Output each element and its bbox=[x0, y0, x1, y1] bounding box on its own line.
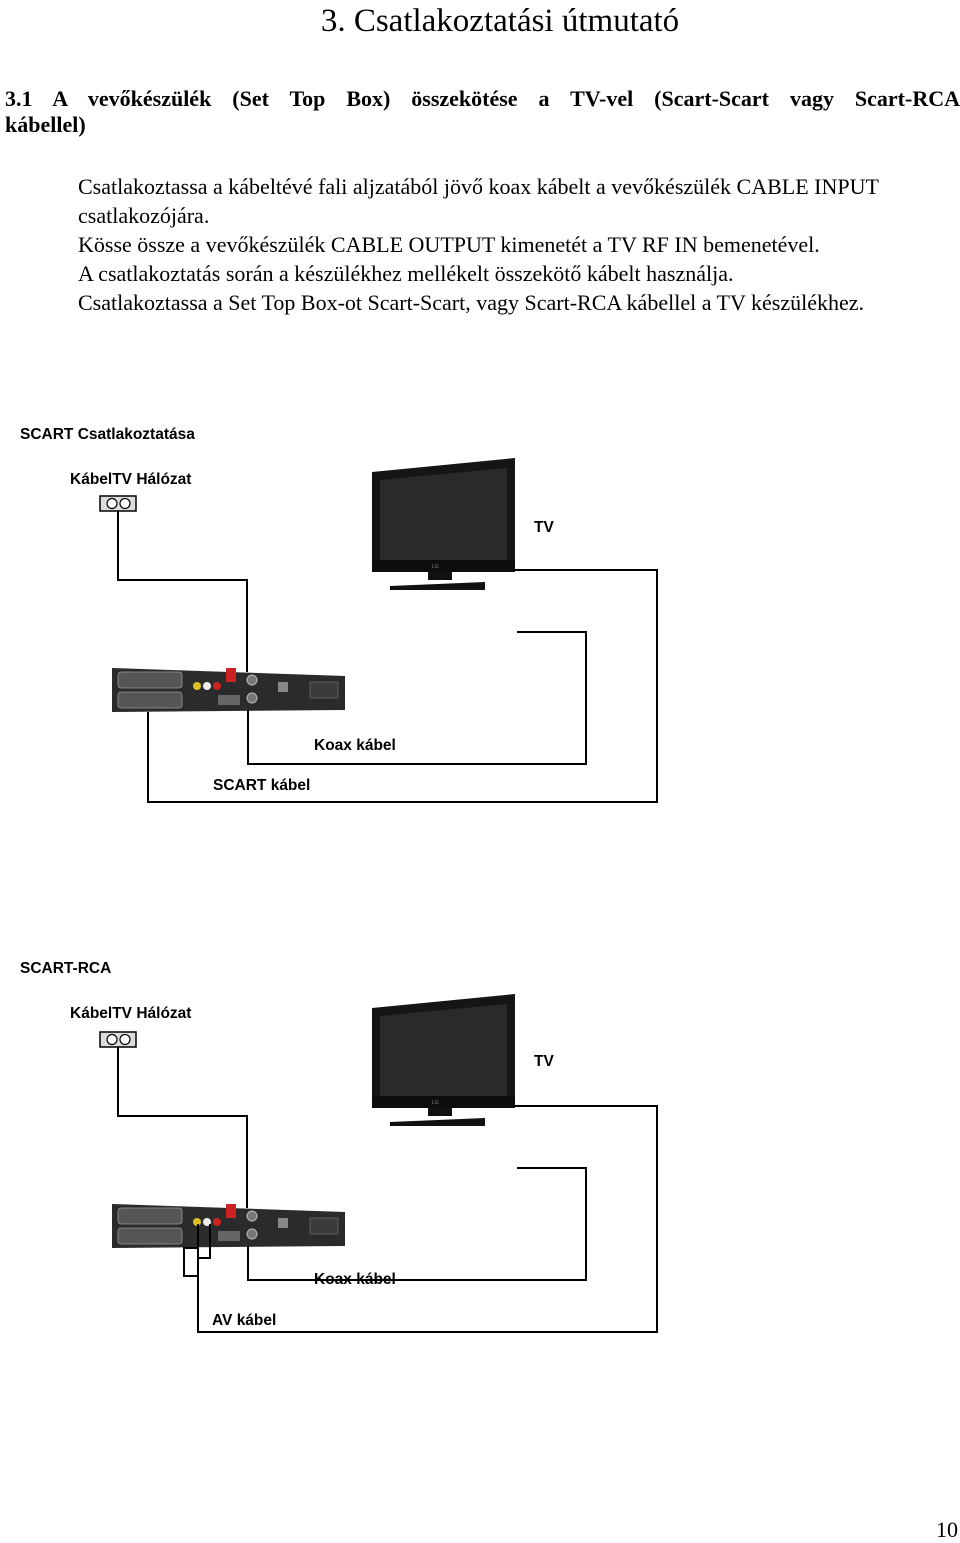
wall-socket-icon bbox=[99, 1031, 137, 1048]
wall-socket-icon bbox=[99, 495, 137, 512]
scart-cable-label: SCART kábel bbox=[213, 777, 311, 794]
section-heading-line-2: kábellel) bbox=[5, 112, 86, 137]
section-heading-line-1: 3.1 A vevőkészülék (Set Top Box) összekö… bbox=[5, 86, 960, 111]
scart-rca-diagram: LG bbox=[0, 946, 960, 1406]
scart-diagram: LG bbox=[0, 410, 960, 870]
instruction-3: A csatlakoztatás során a készülékhez mel… bbox=[78, 261, 734, 286]
instruction-2: Kösse össze a vevőkészülék CABLE OUTPUT … bbox=[78, 232, 820, 257]
set-top-box-rear-icon bbox=[112, 1204, 345, 1248]
instruction-4: Csatlakoztassa a Set Top Box-ot Scart-Sc… bbox=[78, 290, 864, 315]
diagram-heading: SCART-RCA bbox=[20, 960, 112, 977]
svg-text:LG: LG bbox=[432, 564, 439, 570]
network-label: KábelTV Hálózat bbox=[70, 471, 192, 488]
flat-tv-icon: LG bbox=[372, 458, 515, 590]
instruction-1: Csatlakoztassa a kábeltévé fali aljzatáb… bbox=[78, 174, 879, 228]
coax-cable-label: Koax kábel bbox=[314, 1271, 396, 1288]
svg-text:LG: LG bbox=[432, 1100, 439, 1106]
tv-label: TV bbox=[534, 519, 554, 536]
diagram-heading: SCART Csatlakoztatása bbox=[20, 426, 195, 443]
page-number: 10 bbox=[936, 1517, 958, 1542]
cable-lines bbox=[117, 511, 658, 803]
av-cable-label: AV kábel bbox=[212, 1312, 277, 1329]
coax-cable-label: Koax kábel bbox=[314, 737, 396, 754]
network-label: KábelTV Hálózat bbox=[70, 1005, 192, 1022]
cable-lines bbox=[117, 1047, 658, 1333]
instructions: Csatlakoztassa a kábeltévé fali aljzatáb… bbox=[78, 172, 958, 317]
flat-tv-icon: LG bbox=[372, 994, 515, 1126]
tv-label: TV bbox=[534, 1053, 554, 1070]
set-top-box-rear-icon bbox=[112, 668, 345, 712]
scart-diagram-drawing: LG bbox=[99, 458, 658, 803]
scart-rca-diagram-drawing: LG bbox=[99, 994, 658, 1333]
section-heading: 3.1 A vevőkészülék (Set Top Box) összekö… bbox=[5, 86, 960, 138]
page-title: 3. Csatlakoztatási útmutató bbox=[320, 3, 680, 39]
